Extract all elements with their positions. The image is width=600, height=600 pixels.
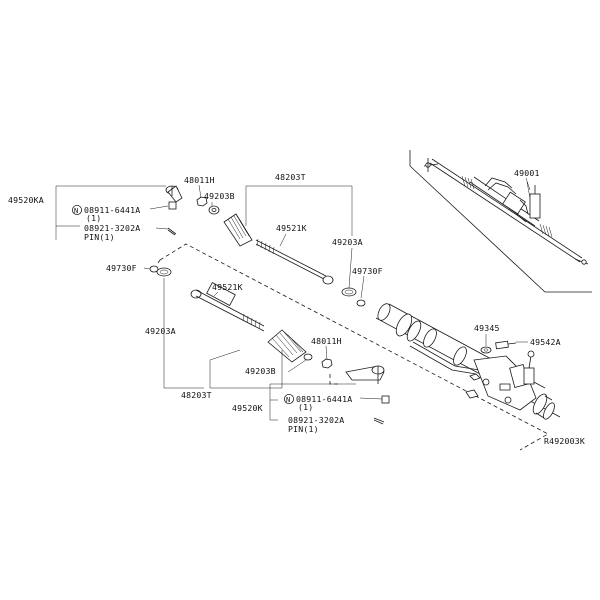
label-08911-bottom: 08911-6441A: [296, 394, 352, 404]
label-48203T-top: 48203T: [275, 172, 306, 182]
label-49203A-left: 49203A: [145, 326, 176, 336]
leader-lines: [55, 177, 531, 421]
label-49521K-top: 49521K: [276, 223, 307, 233]
label-49542A: 49542A: [530, 337, 561, 347]
label-49001: 49001: [514, 168, 540, 178]
label-49730F-right: 49730F: [352, 266, 383, 276]
label-49520K: 49520K: [232, 403, 263, 413]
n-circle-top: [72, 204, 83, 215]
part-labels: 49001 49520KA 48011H 48203T 49203B N 089…: [8, 168, 585, 446]
label-qty1-bottom: (1): [298, 402, 313, 412]
rack-housing: [375, 303, 561, 420]
inset-assembly-view: [409, 150, 592, 293]
n-circle-bottom: [283, 393, 294, 404]
label-pin-top: PIN(1): [84, 232, 115, 242]
label-qty1-top: (1): [86, 213, 101, 223]
label-49203B-bottom: 49203B: [245, 366, 276, 376]
label-pin-bottom: PIN(1): [288, 424, 319, 434]
label-08921-bottom: 08921-3202A: [288, 415, 344, 425]
label-08911-top: 08911-6441A: [84, 205, 140, 215]
label-n-bottom: N: [286, 396, 290, 404]
label-49203B-top: 49203B: [204, 191, 235, 201]
label-49345: 49345: [474, 323, 500, 333]
label-n-top: N: [74, 207, 78, 215]
label-48011H-top: 48011H: [184, 175, 215, 185]
label-48203T-bottom: 48203T: [181, 390, 212, 400]
label-49520KA: 49520KA: [8, 195, 44, 205]
lower-tie-rod-group: [149, 227, 390, 425]
upper-tie-rod-group: [165, 185, 366, 307]
label-ref-code: R492003K: [544, 436, 585, 446]
bushing-and-bolt: [480, 340, 517, 354]
label-49203A-top: 49203A: [332, 237, 363, 247]
label-49730F-left: 49730F: [106, 263, 137, 273]
label-49521K-bottom: 49521K: [212, 282, 243, 292]
label-08921-top: 08921-3202A: [84, 223, 140, 233]
label-48011H-bottom: 48011H: [311, 336, 342, 346]
